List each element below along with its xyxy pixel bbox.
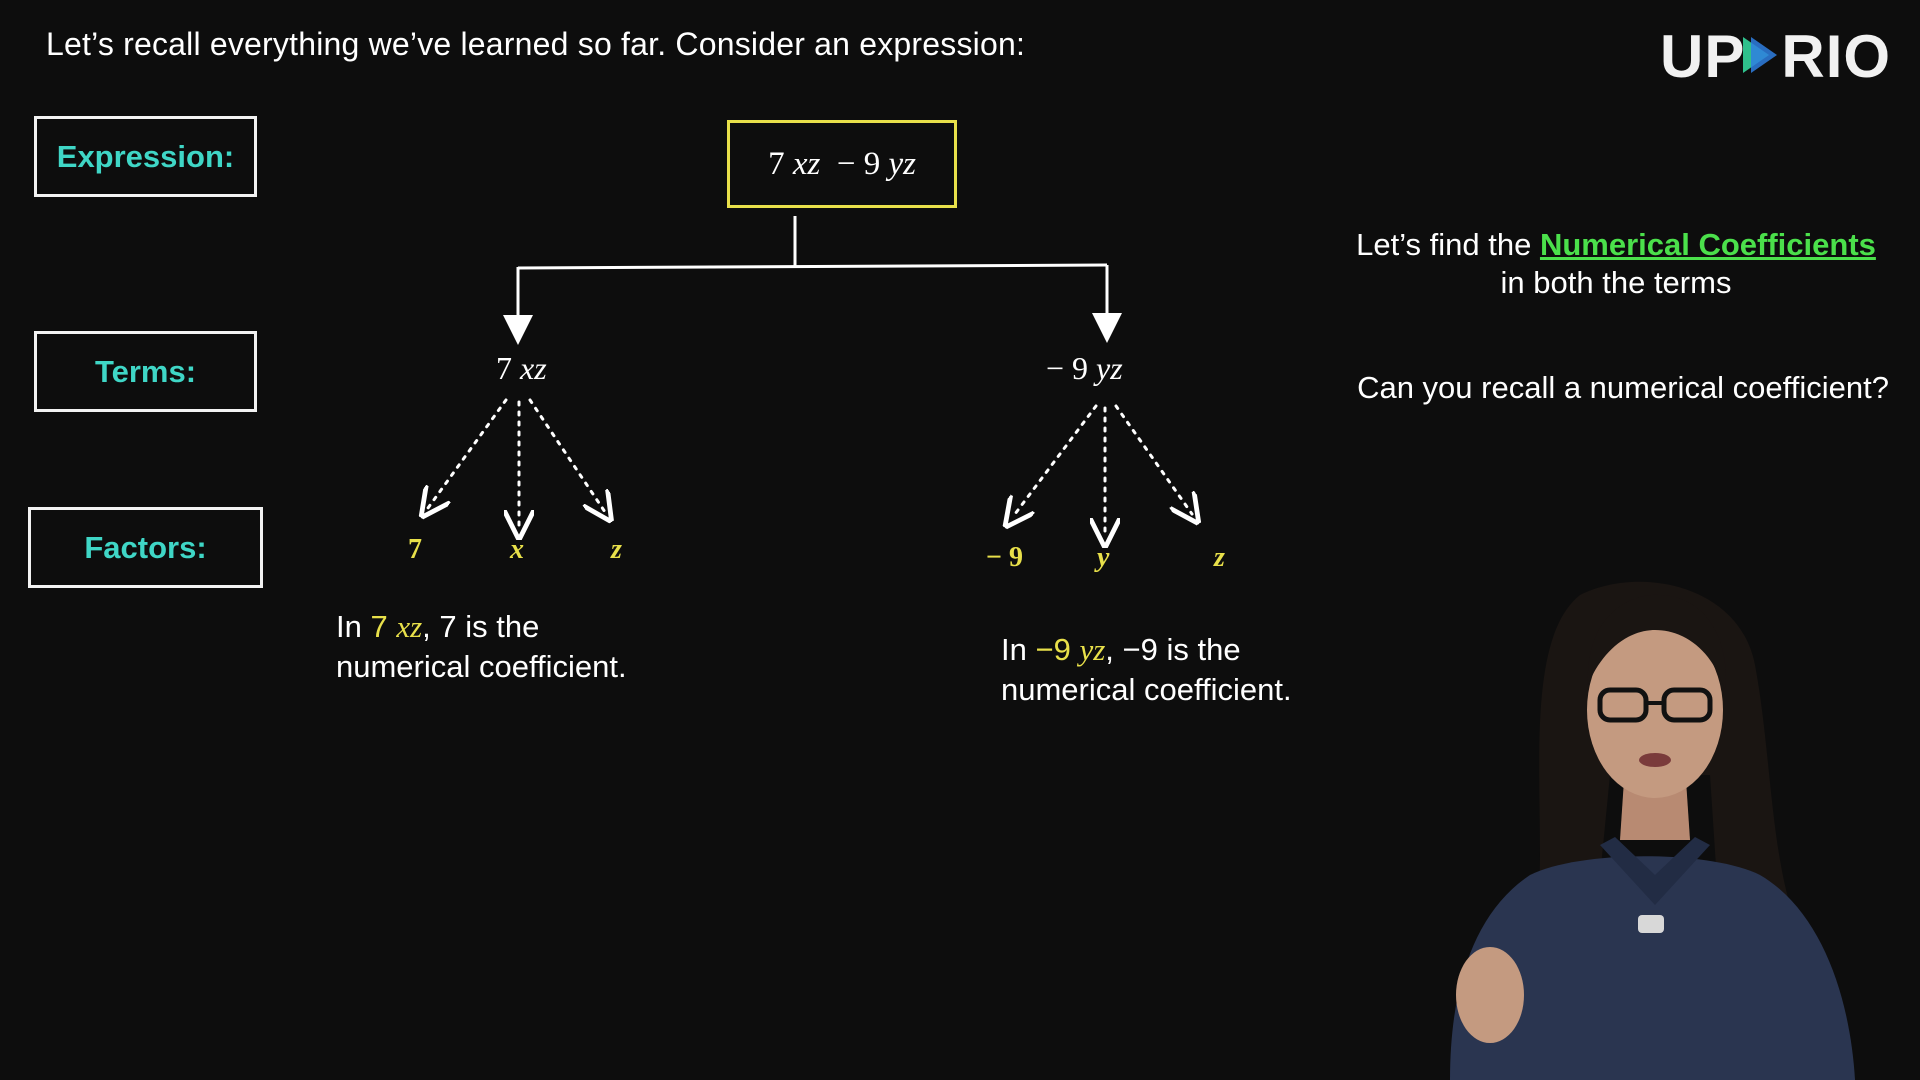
expr-coef2: 9 <box>863 145 881 182</box>
dotted-arrow-z1 <box>528 398 605 512</box>
term-2: − 9 yz <box>1046 350 1123 387</box>
note1-coef: 7 <box>370 609 388 644</box>
factors-label-box: Factors: <box>28 507 263 588</box>
factor-x: x <box>510 534 524 565</box>
logo-prefix: UP <box>1660 23 1746 90</box>
expr-var2: yz <box>888 145 916 182</box>
term1-vars: xz <box>520 350 547 386</box>
factor-neg9: − 9 <box>986 542 1023 573</box>
note1-pre: In <box>336 609 371 644</box>
logo-suffix: RIO <box>1781 23 1892 90</box>
term1-coef: 7 <box>496 350 512 386</box>
branch-line <box>517 263 1108 270</box>
uprio-logo: UP RIO <box>1660 22 1891 91</box>
expr-var1: xz <box>792 145 821 182</box>
expression-label-box: Expression: <box>34 116 257 197</box>
terms-label-box: Terms: <box>34 331 257 412</box>
term2-coef: 9 <box>1072 350 1089 386</box>
dotted-arrow-7 <box>428 398 508 508</box>
factor-z1: z <box>611 534 622 565</box>
logo-play-icon-2 <box>1751 37 1778 73</box>
numerical-coefficients-highlight: Numerical Coefficients <box>1539 227 1876 262</box>
note-term1-line2: numerical coefficient. <box>336 649 627 684</box>
dotted-arrow-neg9 <box>1012 404 1098 518</box>
factor-y: y <box>1097 542 1110 573</box>
presenter-image <box>1450 581 1855 1080</box>
factor-7: 7 <box>408 534 422 565</box>
note2-coef: −9 <box>1035 632 1071 667</box>
factor-z2: z <box>1214 542 1225 573</box>
note1-post: , 7 is the <box>422 609 540 644</box>
expression-label: Expression: <box>56 138 235 174</box>
note2-vars: yz <box>1079 632 1106 667</box>
note1-vars: xz <box>396 609 423 644</box>
note2-pre: In <box>1001 632 1036 667</box>
note-term2-line2: numerical coefficient. <box>1001 672 1292 707</box>
expression-box: 7 xz − 9 yz <box>727 120 957 208</box>
note-term1: In 7 xz, 7 is the numerical coefficient. <box>336 607 627 687</box>
term2-vars: yz <box>1096 350 1123 386</box>
note2-post: , −9 is the <box>1105 632 1241 667</box>
right-line1: Let’s find the Numerical Coefficients <box>1340 226 1892 264</box>
right-panel-question: Can you recall a numerical coefficient? <box>1357 370 1889 405</box>
note-term2: In −9 yz, −9 is the numerical coefficien… <box>1001 630 1292 710</box>
expr-operator: − <box>836 145 856 182</box>
terms-label: Terms: <box>94 353 197 389</box>
term2-sign: − <box>1046 350 1065 386</box>
note-term1-line1: In 7 xz, 7 is the <box>336 607 627 647</box>
dotted-arrow-z2 <box>1114 404 1192 514</box>
factors-label: Factors: <box>84 529 207 565</box>
right-panel-prompt: Let’s find the Numerical Coefficients in… <box>1340 226 1892 302</box>
expr-coef1: 7 <box>768 145 785 182</box>
right-line1-pre: Let’s find the <box>1356 227 1540 262</box>
page-heading: Let’s recall everything we’ve learned so… <box>46 26 1026 62</box>
term-1: 7 xz <box>496 350 547 387</box>
note-term2-line1: In −9 yz, −9 is the <box>1001 630 1292 670</box>
right-line2: in both the terms <box>1500 265 1732 300</box>
